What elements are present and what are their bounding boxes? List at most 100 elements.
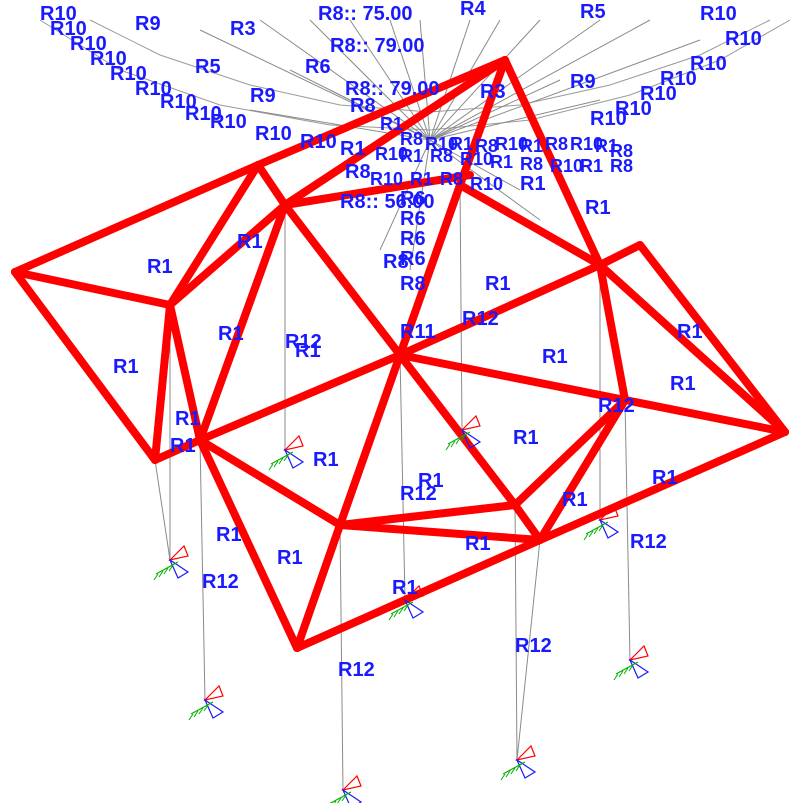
beam-member[interactable] (254, 56, 509, 169)
fixed-support-icon[interactable] (500, 744, 537, 781)
member-section-label: R10 (495, 134, 528, 154)
member-section-label: R1 (520, 173, 546, 195)
beam-member[interactable] (293, 536, 544, 652)
beam-member[interactable] (536, 396, 629, 544)
member-section-label: R1 (113, 356, 139, 378)
member-section-label: R1 (670, 373, 696, 395)
member-section-label: R1 (400, 146, 423, 166)
member-section-label: R8 (345, 161, 371, 183)
beam-member[interactable] (636, 241, 789, 436)
beam-member[interactable] (396, 351, 519, 509)
beam-member[interactable] (621, 396, 789, 436)
thin-member-line (514, 504, 518, 761)
thin-member-line (429, 39, 701, 141)
beam-member[interactable] (11, 268, 174, 309)
beam-member[interactable] (596, 241, 644, 269)
member-section-label: R10 (185, 103, 222, 125)
beam-member[interactable] (501, 56, 604, 269)
thin-member-line (429, 99, 601, 141)
member-section-label: R12 (462, 308, 499, 330)
member-section-label: R8 (610, 156, 633, 176)
fixed-support-icon[interactable] (613, 644, 650, 681)
beam-member[interactable] (456, 181, 604, 269)
beam-member[interactable] (151, 436, 204, 464)
fixed-support-icon[interactable] (583, 504, 620, 541)
beam-member[interactable] (596, 261, 789, 436)
member-section-label: R1 (313, 449, 339, 471)
member-section-label: R1 (175, 408, 201, 430)
beam-member[interactable] (596, 261, 629, 404)
member-section-label: R6 (400, 188, 426, 210)
member-section-label: R12 (202, 571, 239, 593)
beam-member[interactable] (281, 56, 509, 209)
supports (153, 414, 650, 803)
beam-member[interactable] (11, 268, 159, 464)
member-section-label: R1 (295, 340, 321, 362)
thin-member-line (399, 354, 406, 601)
fixed-support-icon[interactable] (268, 434, 305, 471)
beam-member[interactable] (336, 351, 404, 529)
beam-member[interactable] (396, 261, 604, 359)
beam-member[interactable] (196, 201, 289, 444)
beam-member[interactable] (166, 201, 289, 309)
thin-member-line (249, 109, 431, 141)
beam-member[interactable] (196, 351, 404, 444)
beam-member[interactable] (11, 161, 262, 276)
member-section-label: R8:: 56.00 (340, 191, 435, 213)
member-section-label: R5 (580, 1, 606, 23)
member-section-label: R9 (250, 85, 276, 107)
member-section-label: R1 (216, 524, 242, 546)
thin-member-line (429, 19, 651, 141)
beam-member[interactable] (151, 301, 174, 464)
thin-member-line (409, 139, 431, 271)
fixed-support-icon[interactable] (445, 414, 482, 451)
fixed-support-icon[interactable] (188, 684, 225, 721)
beam-member[interactable] (196, 436, 301, 652)
member-section-label: R8 (475, 136, 498, 156)
beam-member[interactable] (196, 436, 344, 529)
thin-member-line (624, 399, 631, 661)
beam-member[interactable] (536, 428, 789, 544)
thin-member-line (389, 19, 431, 141)
member-section-label: R12 (285, 331, 322, 353)
fixed-support-icon[interactable] (327, 774, 363, 803)
member-section-label: R1 (465, 533, 491, 555)
member-section-label: R6 (305, 56, 331, 78)
thin-member-line (459, 184, 463, 431)
member-section-label: R1 (562, 489, 588, 511)
beam-member[interactable] (336, 501, 519, 529)
member-section-label: R10 (690, 53, 727, 75)
member-section-label: R10 (640, 83, 677, 105)
member-section-label: R10 (660, 68, 697, 90)
member-section-label: R1 (147, 256, 173, 278)
beam-member[interactable] (281, 171, 474, 209)
beam-member[interactable] (456, 56, 509, 189)
member-section-label: R1 (580, 156, 603, 176)
member-section-label: R10 (570, 134, 603, 154)
beam-member[interactable] (396, 181, 464, 359)
member-section-label: R10 (300, 131, 337, 153)
beam-member[interactable] (166, 301, 204, 444)
beam-member[interactable] (396, 351, 629, 404)
beam-member[interactable] (511, 501, 544, 544)
beam-member[interactable] (281, 201, 404, 359)
fixed-support-icon[interactable] (388, 584, 425, 621)
member-section-label: R10 (425, 134, 458, 154)
beam-member[interactable] (336, 521, 544, 544)
member-section-label: R1 (418, 470, 444, 492)
beam-member[interactable] (293, 521, 344, 652)
member-section-label: R10 (40, 3, 77, 25)
beam-member[interactable] (511, 396, 629, 509)
member-section-label: R1 (380, 114, 403, 134)
beam-member[interactable] (254, 161, 289, 209)
member-section-label: R1 (542, 346, 568, 368)
member-section-label: R6 (400, 208, 426, 230)
member-section-label: R8:: 79.00 (345, 78, 440, 100)
thin-member-line (419, 19, 431, 141)
member-section-label: R10 (70, 33, 107, 55)
fixed-support-icon[interactable] (153, 544, 190, 581)
member-section-label: R4 (460, 0, 486, 20)
member-section-label: R1 (218, 323, 244, 345)
beam-member[interactable] (166, 161, 262, 309)
